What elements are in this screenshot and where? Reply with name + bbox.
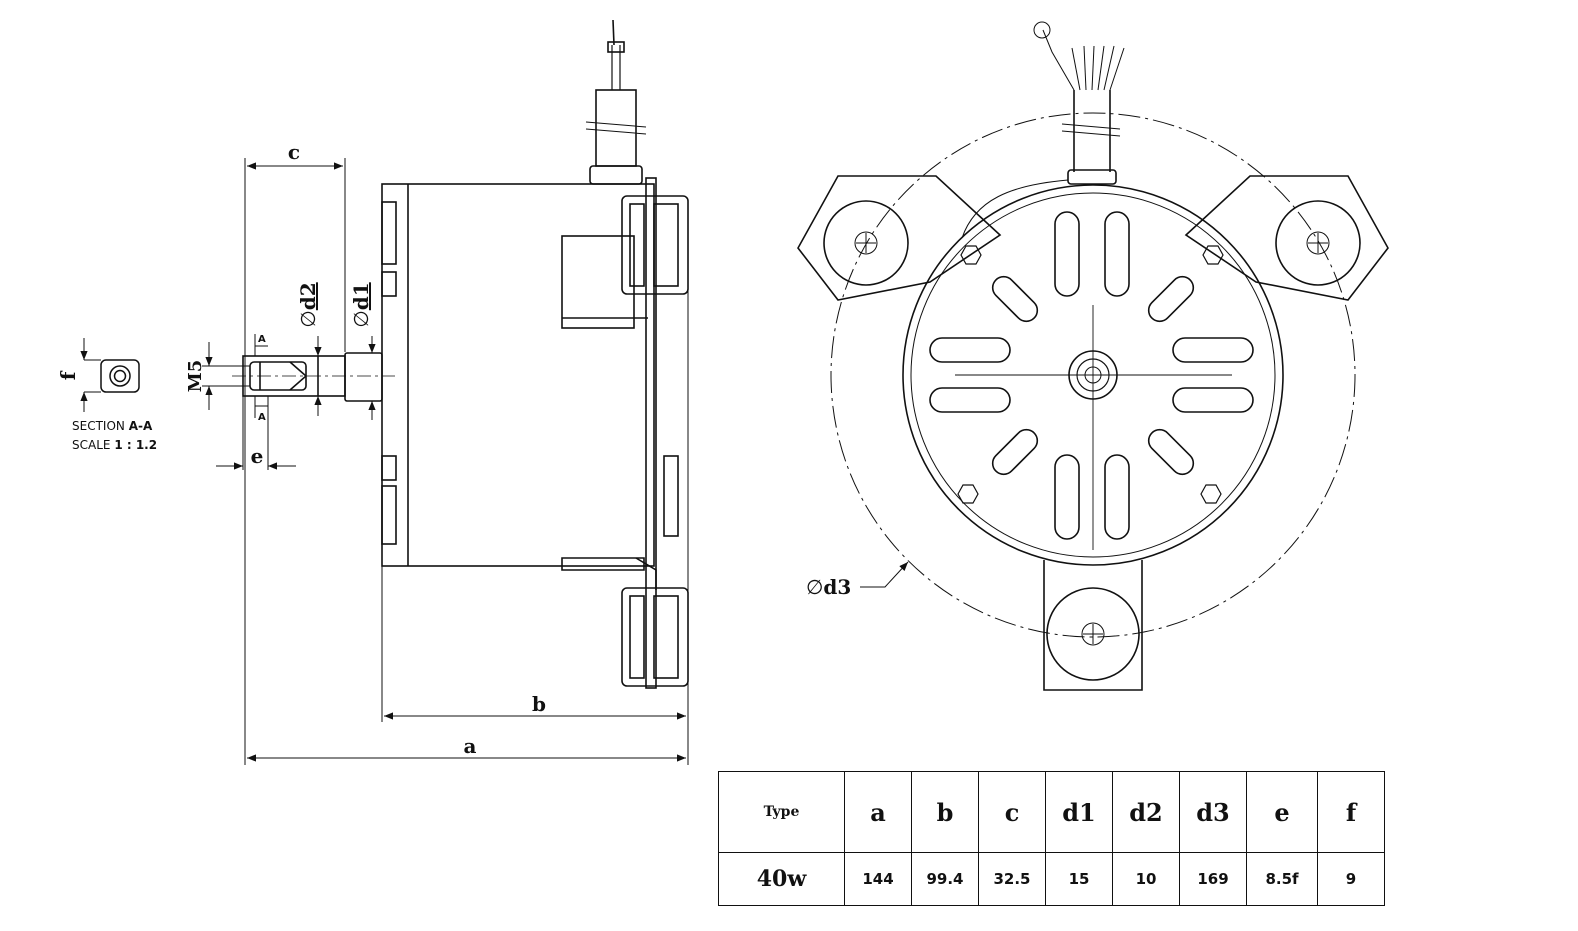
section-mark-lower: A bbox=[258, 412, 266, 423]
cell-type: 40w bbox=[718, 852, 845, 906]
section-mark-upper: A bbox=[258, 334, 266, 345]
side-view-dimensions bbox=[202, 158, 689, 765]
dim-label-m5: M5 bbox=[185, 360, 206, 392]
header-c: c bbox=[978, 771, 1046, 853]
dim-label-b: b bbox=[532, 692, 546, 716]
dim-label-d2-group: ∅d2 bbox=[296, 282, 320, 327]
header-e: e bbox=[1246, 771, 1318, 853]
diameter-symbol: ∅ bbox=[349, 310, 373, 327]
section-a-a-view bbox=[80, 338, 140, 412]
cell-c: 32.5 bbox=[978, 852, 1046, 906]
d3-callout bbox=[860, 561, 909, 588]
dim-label-e: e bbox=[251, 444, 264, 468]
section-title-word: SECTION bbox=[72, 419, 125, 433]
svg-text:∅d2: ∅d2 bbox=[296, 282, 320, 327]
section-scale: SCALE 1 : 1.2 bbox=[72, 438, 157, 452]
header-d3: d3 bbox=[1179, 771, 1247, 853]
header-d1: d1 bbox=[1045, 771, 1113, 853]
cell-e: 8.5f bbox=[1246, 852, 1318, 906]
motor-front-view bbox=[797, 21, 1389, 691]
spec-table-header: Type a b c d1 d2 d3 e f bbox=[718, 771, 1385, 853]
spec-table: Type a b c d1 d2 d3 e f 40w 144 99.4 32.… bbox=[718, 771, 1385, 906]
cell-d1: 15 bbox=[1045, 852, 1113, 906]
header-type: Type bbox=[718, 771, 845, 853]
cell-d3: 169 bbox=[1179, 852, 1247, 906]
section-scale-word: SCALE bbox=[72, 438, 110, 452]
table-row: 40w 144 99.4 32.5 15 10 169 8.5f 9 bbox=[718, 852, 1385, 906]
dim-label-d1-group: ∅d1 bbox=[349, 282, 373, 327]
header-b: b bbox=[911, 771, 979, 853]
dim-label-c: c bbox=[288, 140, 300, 164]
section-title: SECTION A-A bbox=[72, 419, 153, 433]
cell-a: 144 bbox=[844, 852, 912, 906]
cell-f: 9 bbox=[1317, 852, 1385, 906]
dim-label-d3-group: ∅d3 bbox=[806, 575, 851, 599]
dim-label-d2: d2 bbox=[296, 282, 320, 310]
header-d2: d2 bbox=[1112, 771, 1180, 853]
dim-label-d1: d1 bbox=[349, 282, 373, 310]
cell-d2: 10 bbox=[1112, 852, 1180, 906]
svg-text:∅d1: ∅d1 bbox=[349, 282, 373, 327]
header-f: f bbox=[1317, 771, 1385, 853]
dim-label-a: a bbox=[464, 734, 477, 758]
motor-side-view bbox=[232, 19, 689, 689]
section-title-letters: A-A bbox=[129, 419, 153, 433]
header-a: a bbox=[844, 771, 912, 853]
diameter-symbol: ∅ bbox=[296, 310, 320, 327]
section-scale-value: 1 : 1.2 bbox=[114, 438, 157, 452]
dim-label-d3: d3 bbox=[823, 575, 851, 599]
dim-label-f: f bbox=[56, 370, 80, 380]
diameter-symbol: ∅ bbox=[806, 575, 823, 599]
cell-b: 99.4 bbox=[911, 852, 979, 906]
